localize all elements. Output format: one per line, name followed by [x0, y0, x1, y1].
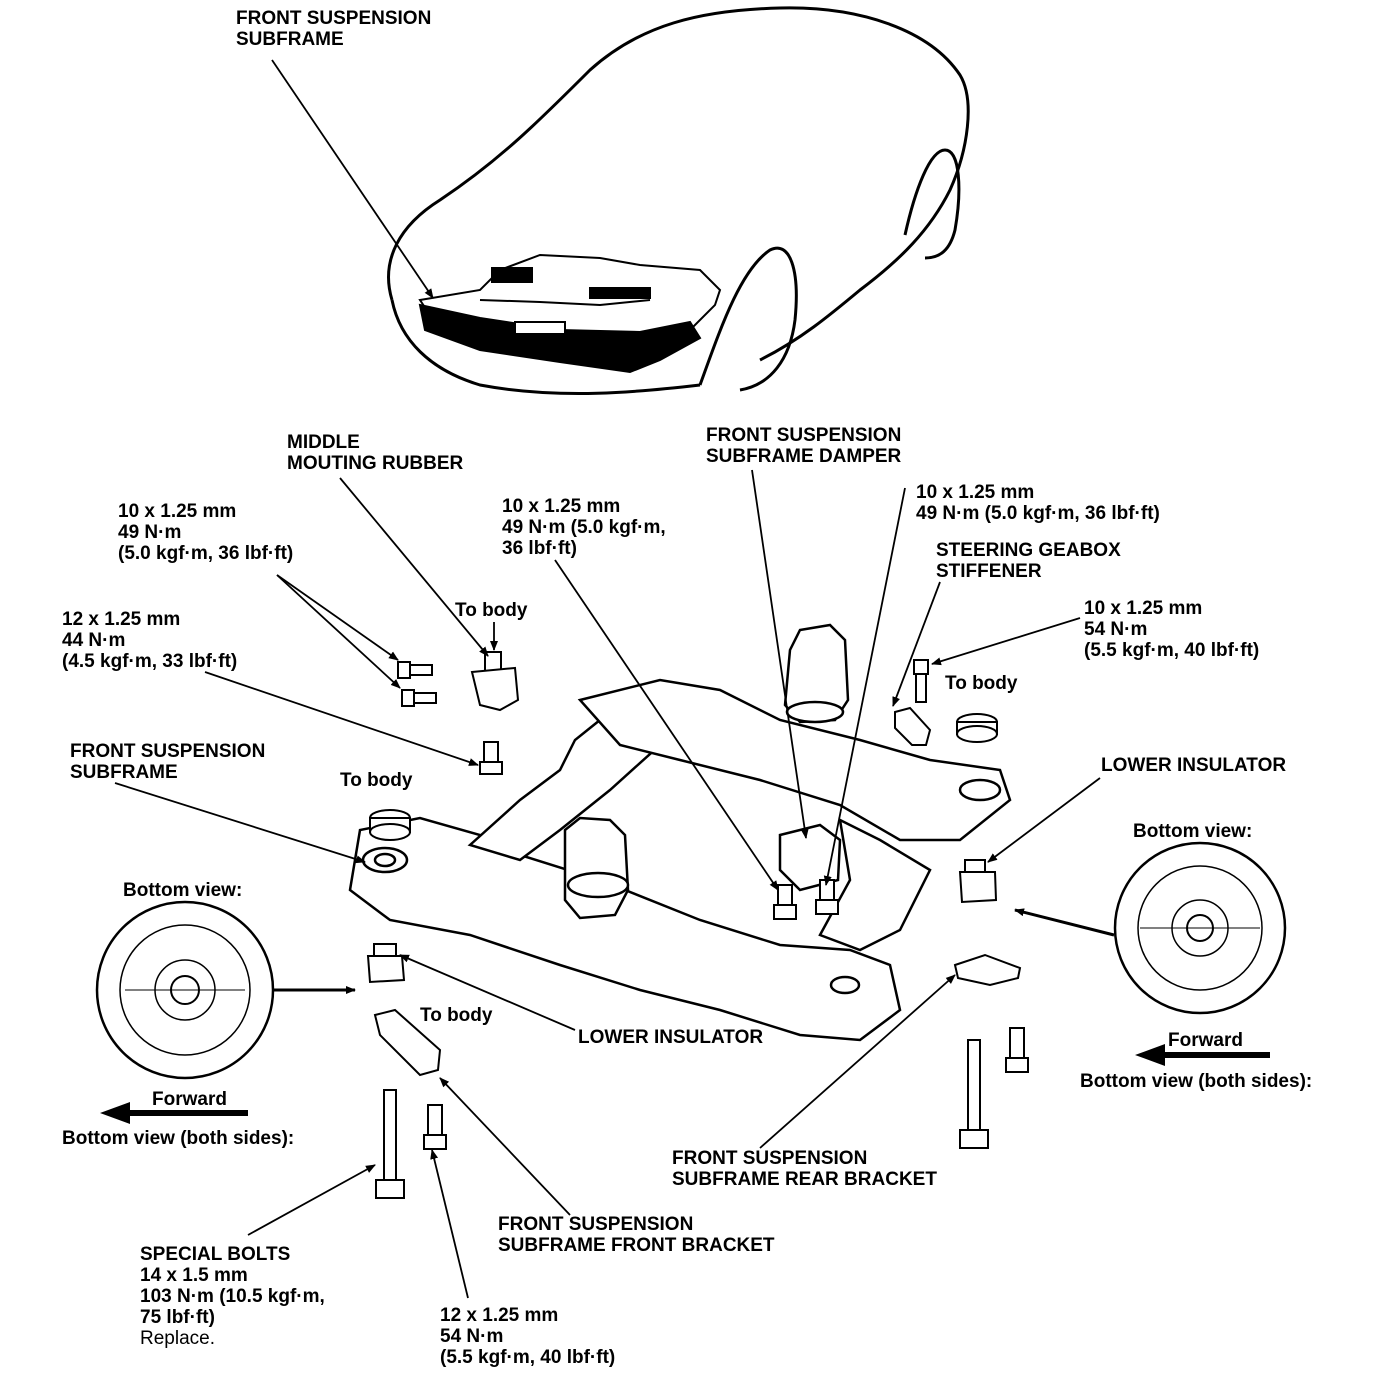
car-illustration: [387, 6, 970, 395]
bolt-bracket-right: [1005, 1027, 1029, 1073]
damper-bolts: [773, 879, 839, 920]
car-subframe-silhouette: [418, 253, 722, 374]
special-bolt-right: [959, 1039, 989, 1149]
label-to-body-middle: To body: [455, 600, 528, 621]
subframe-assembly: [348, 623, 1012, 1042]
special-bolt-left: [375, 1089, 405, 1199]
label-bottom-view-left: Bottom view:: [123, 880, 243, 901]
lower-insulator-left: [366, 943, 406, 984]
label-special-bolts-note: Replace.: [140, 1328, 215, 1349]
bolt-right-vertical: [913, 659, 929, 703]
front-bracket: [373, 1008, 442, 1077]
label-forward-right: Forward: [1168, 1030, 1243, 1051]
steering-stiffener: [894, 706, 932, 746]
bolt-bracket-left: [423, 1104, 447, 1150]
label-to-body-bracket: To body: [420, 1005, 493, 1026]
bottom-view-disc-right: [1113, 841, 1287, 1015]
leader-lines: [114, 59, 1115, 1299]
label-to-body-left: To body: [340, 770, 413, 791]
label-both-sides-left: Bottom view (both sides):: [62, 1128, 295, 1149]
rear-bracket: [953, 953, 1022, 987]
label-lower-insulator-center: LOWER INSULATOR: [578, 1027, 764, 1048]
hardware-parts: [366, 651, 1029, 1199]
label-forward-left: Forward: [152, 1089, 227, 1110]
upper-insulator-left: [369, 809, 411, 841]
upper-insulator-right: [956, 713, 998, 743]
bolt-pair-upper-left: [397, 661, 437, 707]
lower-insulator-right: [958, 859, 998, 904]
label-bottom-view-right: Bottom view:: [1133, 821, 1253, 842]
bolt-left-vertical: [479, 741, 503, 775]
forward-arrow-left: [100, 1102, 248, 1124]
label-both-sides-right: Bottom view (both sides):: [1080, 1071, 1313, 1092]
label-lower-insulator-right: LOWER INSULATOR: [1101, 755, 1287, 776]
forward-arrow-right: [1135, 1044, 1270, 1066]
middle-mounting-rubber: [470, 651, 520, 712]
label-to-body-right: To body: [945, 673, 1018, 694]
bottom-view-disc-left: [95, 900, 275, 1080]
